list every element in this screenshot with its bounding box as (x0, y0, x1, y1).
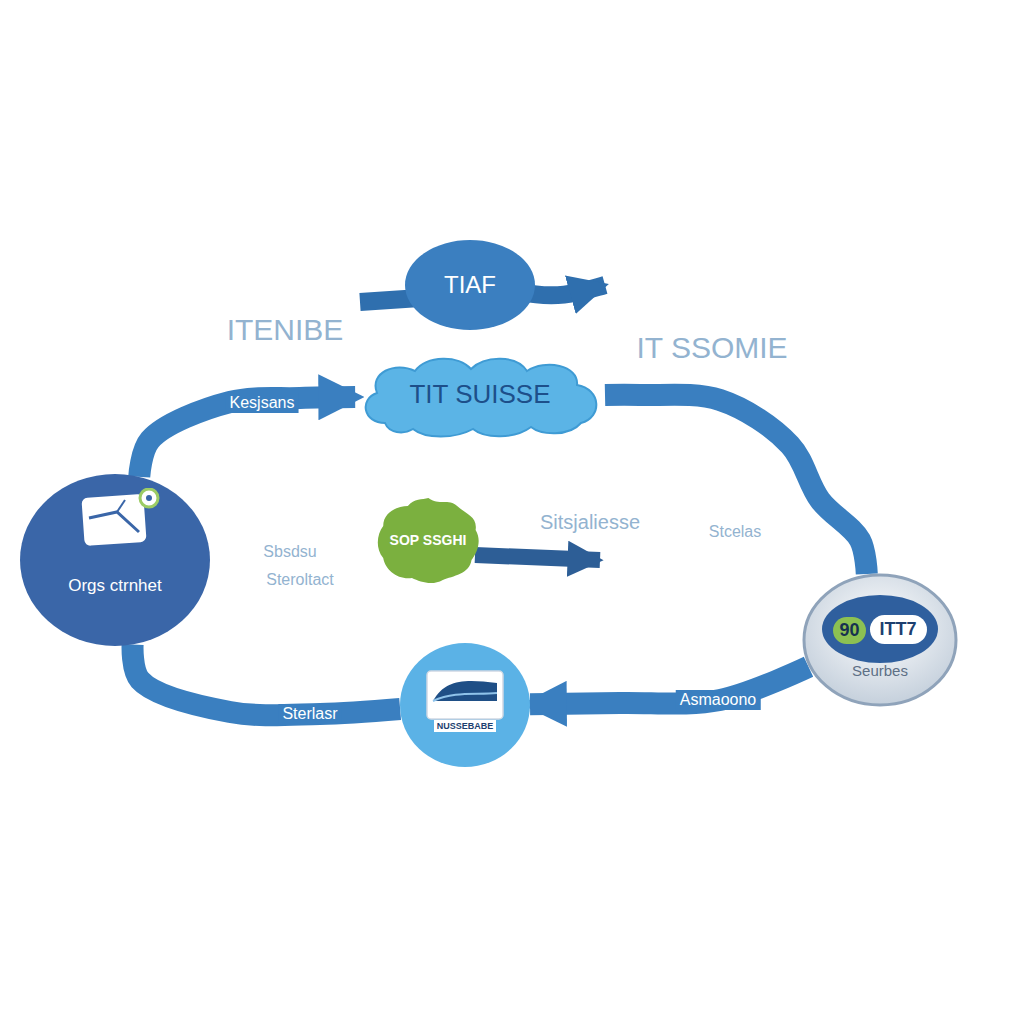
faded-label: ITENIBE (227, 313, 344, 347)
node-text-group: 90ITT7Seurbes (820, 601, 940, 679)
faded-label: Stcelas (709, 523, 761, 541)
edge-label: Kesjsans (226, 393, 299, 413)
node-text: Seurbes (820, 662, 940, 679)
top-circle: TIAF (405, 240, 535, 330)
node-text-group: TIAF (444, 271, 496, 299)
bottom-circle: NUSSEBABE (400, 643, 530, 767)
right-disc: 90ITT7Seurbes (802, 573, 958, 707)
cloud-node: TIT SUISSE (355, 353, 605, 437)
node-text-group: NUSSEBABE (434, 678, 497, 732)
edge-label: Sterlasr (278, 704, 341, 724)
node-text-group: TIT SUISSE (409, 380, 550, 410)
faded-label: Sitsjaliesse (540, 511, 640, 534)
node-text: Orgs ctrnhet (68, 576, 162, 596)
green-arrow-band (475, 555, 600, 560)
node-text: ITT7 (870, 615, 927, 644)
node-text: TIT SUISSE (409, 380, 550, 410)
node-text: 90 (833, 617, 865, 644)
faded-label: IT SSOMIE (636, 331, 787, 365)
flow-band (530, 667, 809, 704)
edge-label: Asmaoono (676, 690, 761, 710)
node-text-group: SOP SSGHI (390, 532, 467, 548)
node-text: NUSSEBABE (434, 720, 497, 732)
faded-label: Steroltact (266, 571, 334, 589)
flow-band (605, 395, 867, 574)
green-blob: SOP SSGHI (375, 496, 482, 584)
left-circle: Orgs ctrnhet (20, 474, 210, 646)
node-text-group: Orgs ctrnhet (68, 524, 162, 596)
flow-band (133, 645, 401, 716)
node-text: SOP SSGHI (390, 532, 467, 548)
faded-label: Sbsdsu (263, 543, 316, 561)
node-text: TIAF (444, 271, 496, 299)
